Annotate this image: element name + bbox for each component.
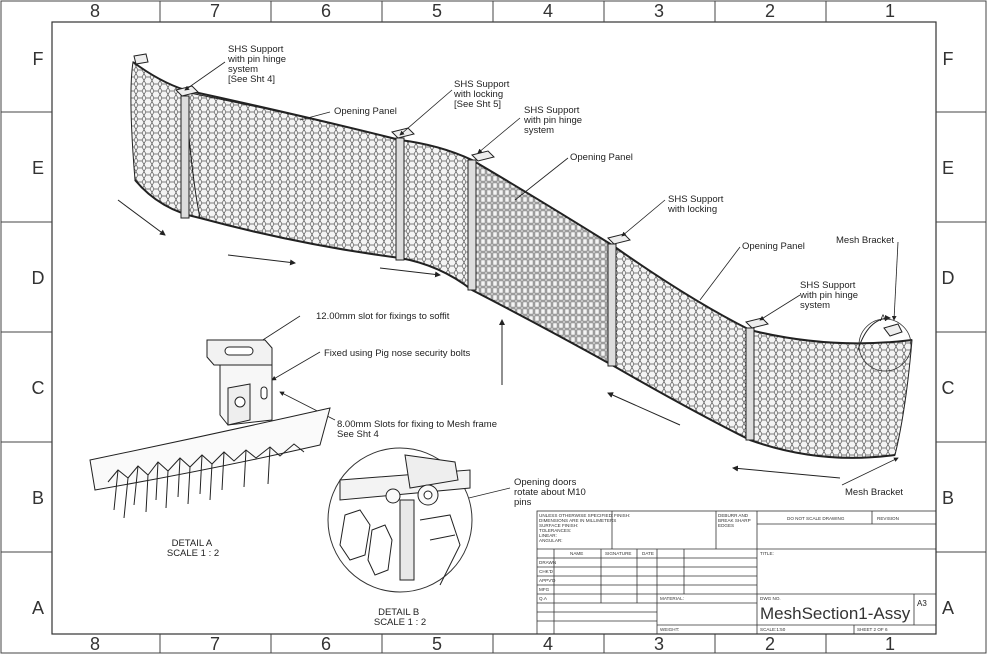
title-block-grid <box>536 510 937 635</box>
zone-col-top: 6 <box>321 1 331 21</box>
tb-title-label: TITLE: <box>760 551 774 556</box>
detail-b-drawing <box>327 447 473 593</box>
callout-slot-soffit: 12.00mm slot for fixings to soffit <box>316 311 450 322</box>
zone-col-bottom: 7 <box>210 634 220 654</box>
callout-slot-mesh: 8.00mm Slots for fixing to Mesh frame Se… <box>337 419 500 440</box>
tb-row-label: DRAWN <box>539 560 556 565</box>
tb-finish: FINISH: <box>614 513 630 518</box>
callout-opening-panel-1: Opening Panel <box>334 106 397 117</box>
tb-revision: REVISION <box>877 516 899 521</box>
tb-col-header: SIGNATURE <box>605 551 631 556</box>
mesh-panel <box>611 244 751 441</box>
tb-row-label: CHK'D <box>539 569 554 574</box>
shs-post <box>180 95 190 219</box>
zone-col-top: 3 <box>654 1 664 21</box>
zone-row-left: D <box>32 268 45 288</box>
zone-col-bottom: 6 <box>321 634 331 654</box>
tb-size: A3 <box>917 599 927 608</box>
zone-row-left: C <box>32 378 45 398</box>
tb-dwg-no-label: DWG NO. <box>760 596 781 601</box>
tb-deburr: DEBURR AND BREAK SHARP EDGES <box>718 513 752 528</box>
callout-opening-panel-3: Opening Panel <box>742 241 805 252</box>
detail-a-marker: A <box>880 313 886 323</box>
zone-row-right: C <box>942 378 955 398</box>
zone-col-bottom: 8 <box>90 634 100 654</box>
mesh-panel <box>749 329 913 459</box>
tb-row-label: MFG <box>539 587 550 592</box>
zone-row-left: A <box>32 598 44 618</box>
support-bracket <box>607 233 631 245</box>
zone-row-left: F <box>33 49 44 69</box>
zone-col-top: 5 <box>432 1 442 21</box>
mesh-assembly <box>130 53 913 459</box>
tb-dwg-no: MeshSection1-Assy <box>760 604 911 623</box>
support-bracket <box>745 317 769 329</box>
callout-shs-pin-hinge-3: SHS Support with pin hinge system <box>799 280 861 311</box>
callout-shs-pin-hinge-1: SHS Support with pin hinge system [See S… <box>227 44 289 85</box>
zone-col-bottom: 3 <box>654 634 664 654</box>
zone-col-top: 2 <box>765 1 775 21</box>
tb-row-label: Q.A <box>539 596 548 601</box>
tb-col-header: DATE <box>642 551 654 556</box>
tb-row-label: APPV'D <box>539 578 556 583</box>
callout-shs-locking-1: SHS Support with locking [See Sht 5] <box>453 79 512 110</box>
shs-post <box>607 243 617 367</box>
detail-a-circle <box>858 318 912 372</box>
mesh-bracket <box>883 323 903 337</box>
zone-col-top: 8 <box>90 1 100 21</box>
detail-a-caption: DETAIL A SCALE 1 : 2 <box>167 538 219 559</box>
mesh-panel <box>399 139 473 292</box>
zone-col-top: 1 <box>885 1 895 21</box>
mesh-panel <box>471 159 613 366</box>
support-bracket <box>471 150 495 162</box>
tb-sheet: SHEET 2 OF 6 <box>857 627 888 632</box>
callout-opening-panel-2: Opening Panel <box>570 152 633 163</box>
zone-col-bottom: 1 <box>885 634 895 654</box>
direction-arrows <box>117 199 891 479</box>
tb-do-not-scale: DO NOT SCALE DRAWING <box>787 516 845 521</box>
callout-mesh-bracket-top: Mesh Bracket <box>836 235 894 246</box>
tb-weight: WEIGHT: <box>660 627 679 632</box>
detail-a-drawing <box>89 339 331 519</box>
callout-shs-locking-2: SHS Support with locking <box>667 194 726 215</box>
zone-row-right: B <box>942 488 954 508</box>
tb-material: MATERIAL: <box>660 596 684 601</box>
support-bracket <box>391 127 415 139</box>
shs-post <box>395 137 405 261</box>
inner-border <box>51 21 937 635</box>
zone-row-right: E <box>942 158 954 178</box>
zone-col-top: 4 <box>543 1 553 21</box>
tb-notes: UNLESS OTHERWISE SPECIFIED: DIMENSIONS A… <box>539 513 618 543</box>
zone-col-bottom: 4 <box>543 634 553 654</box>
tb-scale: SCALE:1:50 <box>760 627 786 632</box>
callout-pig-nose: Fixed using Pig nose security bolts <box>324 348 471 359</box>
zone-row-right: A <box>942 598 954 618</box>
tb-col-header: NAME <box>570 551 583 556</box>
shs-post <box>467 159 477 291</box>
zone-col-top: 7 <box>210 1 220 21</box>
zone-row-left: E <box>32 158 44 178</box>
zone-col-bottom: 2 <box>765 634 775 654</box>
callout-mesh-bracket-bottom: Mesh Bracket <box>845 487 903 498</box>
zone-row-right: D <box>942 268 955 288</box>
zone-col-bottom: 5 <box>432 634 442 654</box>
leader-lines <box>184 61 899 507</box>
shs-post <box>745 327 755 441</box>
zone-row-left: B <box>32 488 44 508</box>
callout-shs-pin-hinge-2: SHS Support with pin hinge system <box>523 105 585 136</box>
zone-row-right: F <box>943 49 954 69</box>
mesh-bracket <box>133 53 149 65</box>
callout-doors-rotate: Opening doors rotate about M10 pins <box>514 477 588 508</box>
detail-b-caption: DETAIL B SCALE 1 : 2 <box>374 607 426 628</box>
